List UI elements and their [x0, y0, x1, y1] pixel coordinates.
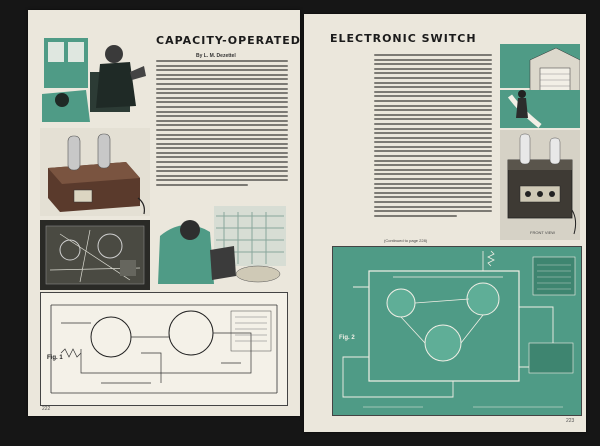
schematic-fig-1: Fig. 1 — [40, 292, 288, 406]
right-page-number: 223 — [566, 418, 575, 424]
schematic-fig-2: Fig. 2 — [332, 246, 582, 416]
illustration-man-at-window — [40, 32, 150, 124]
left-page: CAPACITY-OPERATED By L. M. Dezettel — [28, 10, 300, 416]
fig-2-label: Fig. 2 — [339, 335, 355, 341]
right-page: ELECTRONIC SWITCH (Continued to page 228… — [304, 14, 586, 432]
article-body-left — [156, 60, 288, 189]
article-title-left: CAPACITY-OPERATED — [156, 34, 300, 47]
fig-1-label: Fig. 1 — [47, 355, 63, 361]
article-byline: By L. M. Dezettel — [196, 53, 236, 59]
illustration-garage-scene — [500, 40, 580, 128]
illustration-chassis-wiring — [40, 220, 150, 290]
left-page-number: 222 — [42, 406, 51, 412]
article-title-right: ELECTRONIC SWITCH — [330, 32, 477, 45]
illustration-switch-unit — [40, 128, 150, 216]
illustration-child-at-crib — [154, 206, 286, 288]
continued-note: (Continued to page 228) — [384, 238, 428, 243]
article-body-right — [374, 54, 492, 219]
front-view-caption: FRONT VIEW — [530, 230, 556, 235]
illustration-switch-photo: FRONT VIEW — [500, 130, 580, 240]
